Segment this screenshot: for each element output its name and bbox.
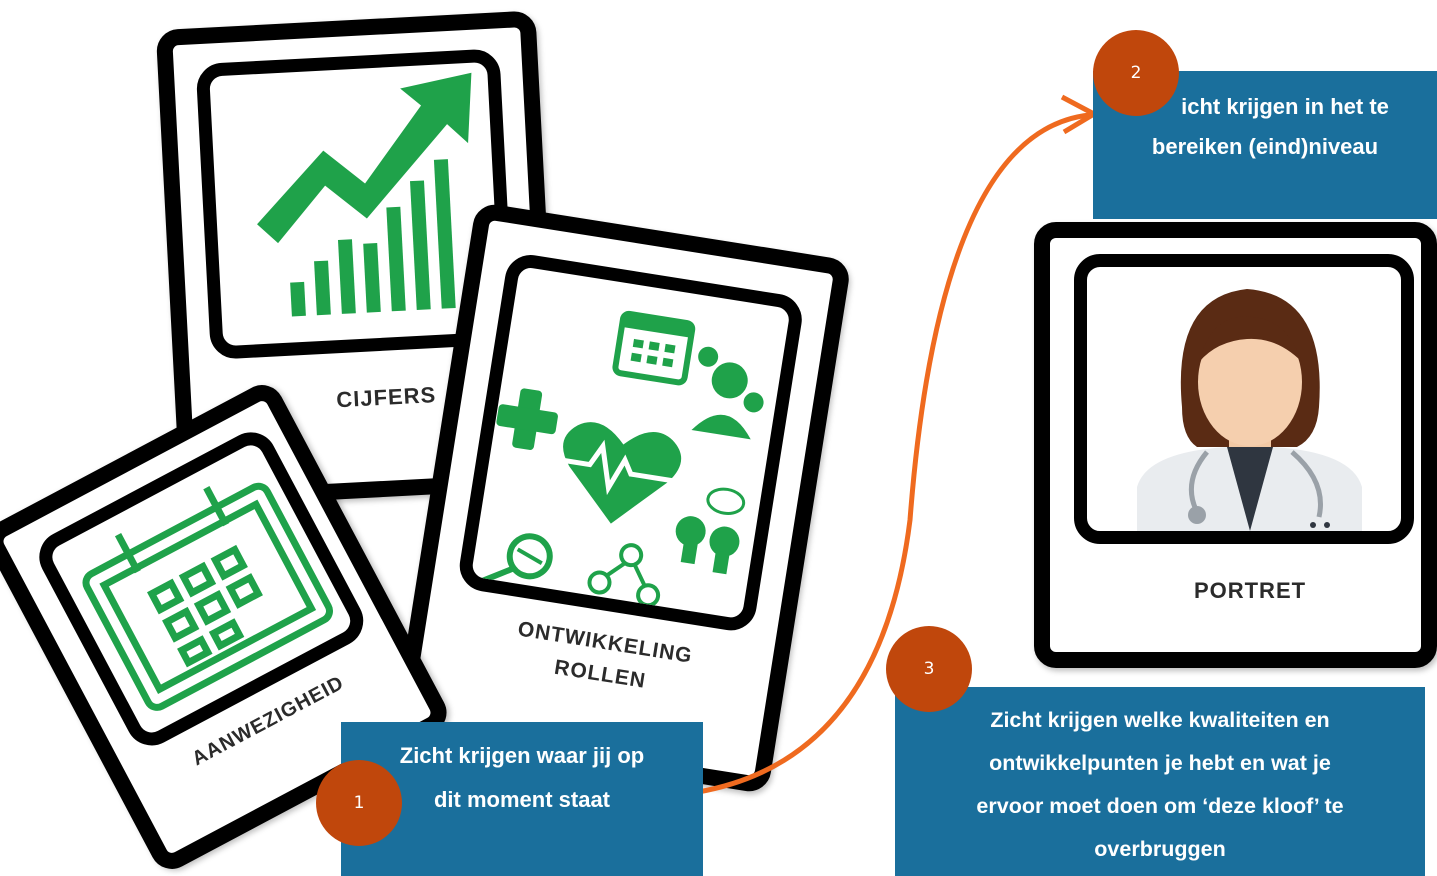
cijfers-screen <box>195 48 515 360</box>
callout-step3-line3: ervoor moet doen om ‘deze kloof’ te <box>976 794 1344 818</box>
callout-step3-line4: overbruggen <box>1094 837 1226 861</box>
growth-bar <box>337 239 356 314</box>
badge-step3: 3 <box>886 626 972 712</box>
heartbeat-icon <box>559 422 682 524</box>
growth-bar <box>363 242 381 313</box>
growth-bar <box>386 206 406 312</box>
callout-step2-line2: bereiken (eind)niveau <box>1151 134 1379 159</box>
ontwikkeling-card: ONTWIKKELING ROLLEN <box>392 201 852 795</box>
growth-bar <box>433 159 456 309</box>
callout-step3-line2: ontwikkelpunten je hebt en wat je <box>989 751 1331 775</box>
callout-step1-line2: dit moment staat <box>433 787 611 812</box>
badge-step1: 1 <box>316 760 402 846</box>
callout-step1-line1: Zicht krijgen waar jij op <box>399 743 645 768</box>
cijfers-card: CIJFERS <box>155 10 561 508</box>
callout-step3: Zicht krijgen welke kwaliteiten en ontwi… <box>895 687 1425 876</box>
aanwezigheid-screen <box>30 423 373 755</box>
callout-step3-line1: Zicht krijgen welke kwaliteiten en <box>990 708 1330 732</box>
calendar-icon <box>612 310 696 386</box>
portret-screen <box>1074 254 1414 544</box>
badge-step2: 2 <box>1093 30 1179 116</box>
growth-chart-icon <box>257 72 472 317</box>
growth-bar <box>409 180 431 310</box>
medical-cross-icon <box>496 388 558 450</box>
network-people-icon <box>587 543 661 608</box>
doctor-portrait-icon <box>1137 289 1362 531</box>
growth-bar <box>290 281 306 317</box>
aanwezigheid-card: AANWEZIGHEID <box>0 377 455 876</box>
callout-step2-line1: icht krijgen in het te <box>1181 94 1389 119</box>
gear-person-icon <box>691 346 764 440</box>
role-icons-group <box>479 310 764 608</box>
portret-card: PORTRET <box>1034 222 1437 668</box>
calendar-icon <box>82 482 333 711</box>
ontwikkeling-screen <box>456 251 806 635</box>
growth-bar <box>314 260 331 316</box>
portret-label: PORTRET <box>1193 578 1307 603</box>
speech-heads-icon <box>675 487 746 575</box>
